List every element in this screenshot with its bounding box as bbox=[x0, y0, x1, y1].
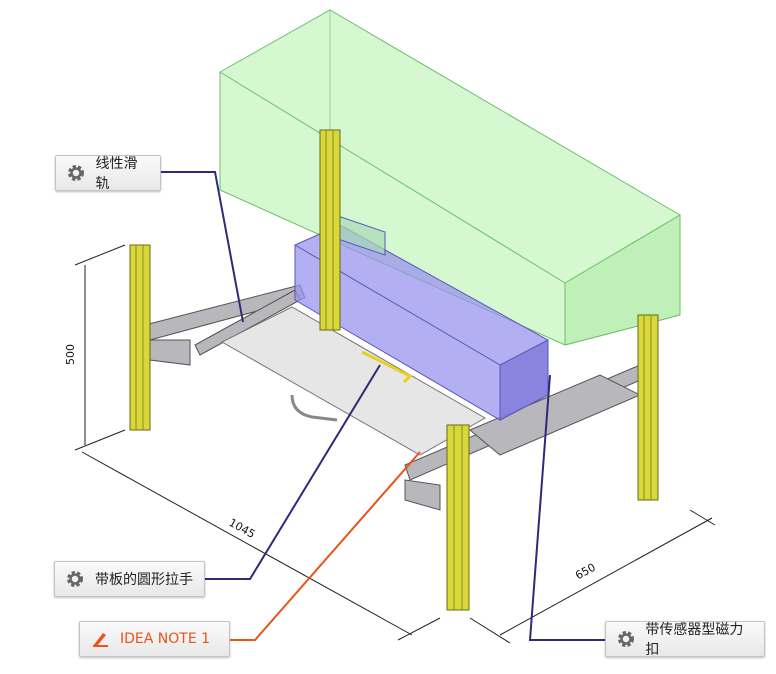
blue-container-box bbox=[294, 214, 549, 421]
callout-linear-rail[interactable]: 线性滑轨 bbox=[55, 155, 161, 192]
callout-label: 线性滑轨 bbox=[95, 156, 138, 192]
callout-idea-note[interactable]: IDEA NOTE 1 bbox=[79, 621, 230, 657]
callout-magnetic-catch[interactable]: 带传感器型磁力扣 bbox=[605, 621, 765, 658]
callout-round-handle[interactable]: 带板的圆形拉手 bbox=[54, 561, 205, 597]
callout-label: 带传感器型磁力扣 bbox=[645, 622, 744, 658]
callout-label: IDEA NOTE 1 bbox=[120, 631, 211, 647]
handle-yellow bbox=[361, 350, 413, 384]
leader-magnetic-catch bbox=[528, 374, 606, 641]
pencil-icon bbox=[90, 629, 110, 649]
gear-icon bbox=[65, 569, 85, 589]
dimension-lines bbox=[74, 244, 716, 644]
dimension-height-label: 500 bbox=[64, 344, 77, 365]
leader-round-handle bbox=[205, 364, 381, 580]
gear-icon bbox=[66, 163, 85, 183]
leader-idea-note bbox=[230, 451, 421, 641]
gear-icon bbox=[616, 629, 635, 649]
aluminum-posts bbox=[129, 129, 659, 611]
leader-linear-rail bbox=[160, 171, 244, 323]
round-handle bbox=[290, 394, 338, 422]
sliding-plate bbox=[220, 306, 487, 456]
callout-label: 带板的圆形拉手 bbox=[95, 572, 193, 588]
